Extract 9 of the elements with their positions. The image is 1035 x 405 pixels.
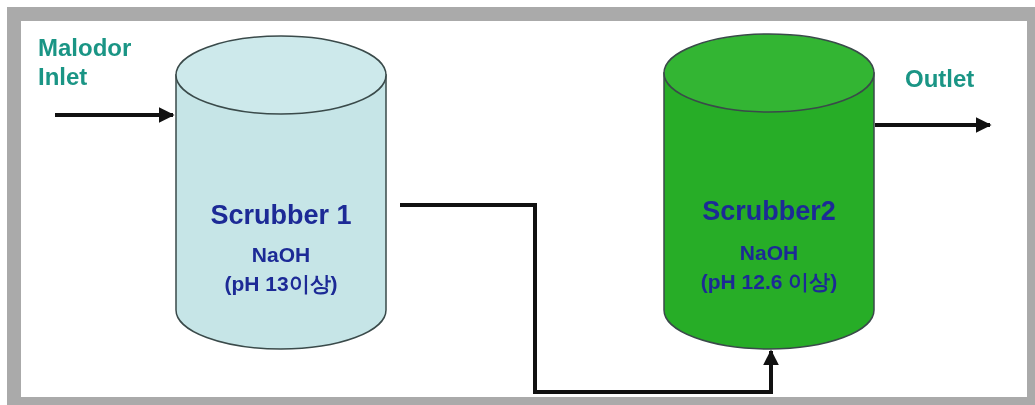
tank-title: Scrubber 1 xyxy=(209,200,353,231)
arrow xyxy=(400,203,779,394)
tank-text: NaOH xyxy=(738,240,800,266)
tank-title: Scrubber2 xyxy=(701,196,837,227)
arrow xyxy=(55,107,175,123)
tank-text: NaOH xyxy=(250,242,312,268)
tank-text: (pH 12.6 이상) xyxy=(699,269,839,295)
arrow xyxy=(875,117,992,133)
tank-text: (pH 13이상) xyxy=(223,271,339,297)
